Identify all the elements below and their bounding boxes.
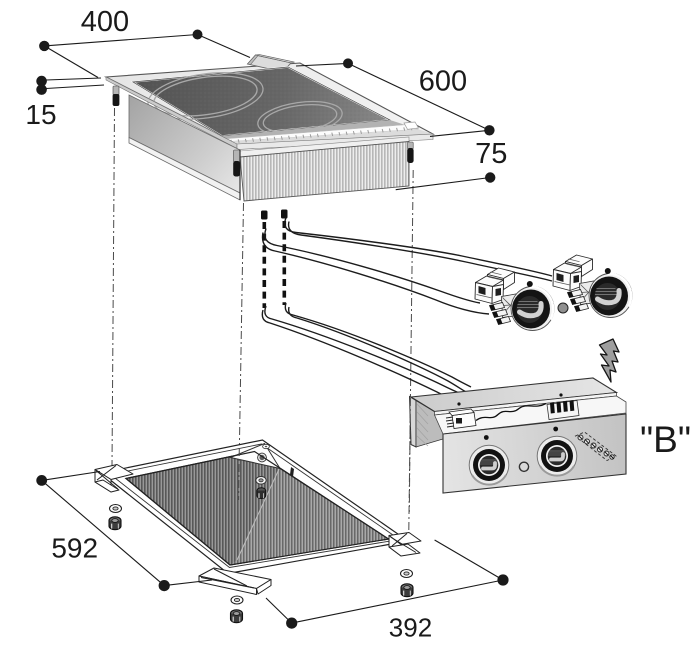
svg-text:392: 392 [389,613,432,643]
svg-text:"B": "B" [640,419,691,460]
svg-text:400: 400 [81,6,129,38]
svg-text:600: 600 [419,66,467,98]
svg-text:15: 15 [25,99,56,130]
svg-text:75: 75 [475,138,507,170]
svg-text:592: 592 [51,533,98,564]
